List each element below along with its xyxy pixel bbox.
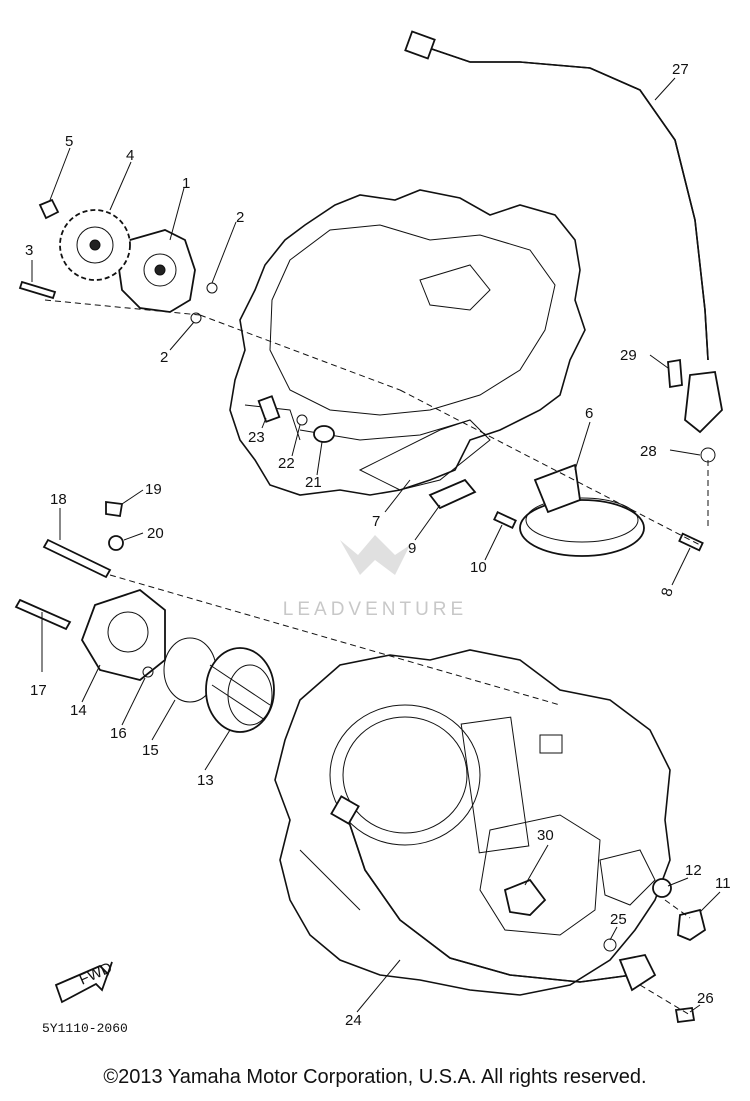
callout-22: 22 (278, 455, 295, 472)
pipe-flange (618, 953, 657, 992)
callout-23: 23 (248, 429, 265, 446)
callout-27: 27 (672, 61, 689, 78)
assembly-lines (44, 299, 709, 1016)
drawing-code: 5Y1110-2060 (42, 1021, 128, 1036)
callout-9: 9 (408, 540, 416, 557)
callout-3: 3 (25, 242, 33, 259)
callout-8: 8 (658, 586, 677, 598)
bolt (678, 532, 704, 552)
oil-strainer (519, 463, 645, 557)
exploded-parts-diagram: LEADVENTURE FWD 5Y1110-2060 1 2 2 3 4 5 … (14, 30, 731, 1036)
callout-17: 17 (30, 682, 47, 699)
flange-bolt (674, 1006, 696, 1024)
callout-20: 20 (147, 525, 164, 542)
callout-labels: 1 2 2 3 4 5 6 7 8 9 10 11 12 13 14 15 16… (25, 61, 731, 1029)
bolt (493, 510, 517, 530)
callout-4: 4 (126, 147, 134, 164)
callout-26: 26 (697, 990, 714, 1007)
pipe-end (330, 795, 360, 825)
collar (313, 425, 335, 443)
plug-bolt (257, 395, 281, 423)
callout-25: 25 (610, 911, 627, 928)
small-bolt (105, 500, 124, 518)
oil-pump (117, 229, 196, 313)
washer (38, 198, 60, 220)
callout-16: 16 (110, 725, 127, 742)
pipe-fitting (684, 371, 723, 434)
drain-plug (677, 908, 707, 942)
pump-bolt (18, 280, 57, 300)
o-ring-25 (603, 938, 617, 952)
union-bolt (667, 358, 683, 389)
callout-10: 10 (470, 559, 487, 576)
copyright-notice: ©2013 Yamaha Motor Corporation, U.S.A. A… (103, 1066, 647, 1088)
upper-crankcase (229, 189, 586, 496)
oil-delivery-pipe (419, 44, 709, 361)
o-ring (206, 282, 218, 294)
callout-15: 15 (142, 742, 159, 759)
callout-2b: 2 (160, 349, 168, 366)
callout-21: 21 (305, 474, 322, 491)
callout-29: 29 (620, 347, 637, 364)
leadventure-watermark: LEADVENTURE (283, 535, 467, 620)
callout-5: 5 (65, 133, 73, 150)
oil-filter-element (205, 647, 275, 733)
oil-filter-cover (81, 588, 166, 681)
callout-7: 7 (372, 513, 380, 530)
callout-28: 28 (640, 443, 657, 460)
callout-14: 14 (70, 702, 87, 719)
o-ring-28 (700, 447, 716, 463)
callout-18: 18 (50, 491, 67, 508)
o-ring-small (296, 414, 308, 426)
o-ring (190, 312, 202, 324)
sender-switch (503, 878, 547, 916)
oil-pump-sprocket (59, 209, 131, 281)
pipe-union (404, 30, 436, 60)
baffle-plate (358, 419, 491, 491)
bracket (428, 478, 477, 510)
leader-lines (31, 77, 721, 1013)
callout-11: 11 (715, 875, 731, 892)
callout-12: 12 (685, 862, 702, 879)
callout-19: 19 (145, 481, 162, 498)
gasket (652, 878, 672, 898)
lower-crankcase (274, 649, 671, 996)
nut (108, 535, 124, 551)
callout-13: 13 (197, 772, 214, 789)
callout-2a: 2 (236, 209, 244, 226)
callout-6: 6 (585, 405, 593, 422)
callout-30: 30 (537, 827, 554, 844)
watermark-text: LEADVENTURE (283, 599, 467, 620)
callout-24: 24 (345, 1012, 362, 1029)
fwd-arrow: FWD (54, 959, 115, 1004)
cover-bolt (14, 598, 72, 631)
lower-oil-pipe (344, 809, 633, 983)
long-bolt (42, 538, 112, 579)
callout-1: 1 (182, 175, 190, 192)
o-ring-16 (142, 666, 154, 678)
